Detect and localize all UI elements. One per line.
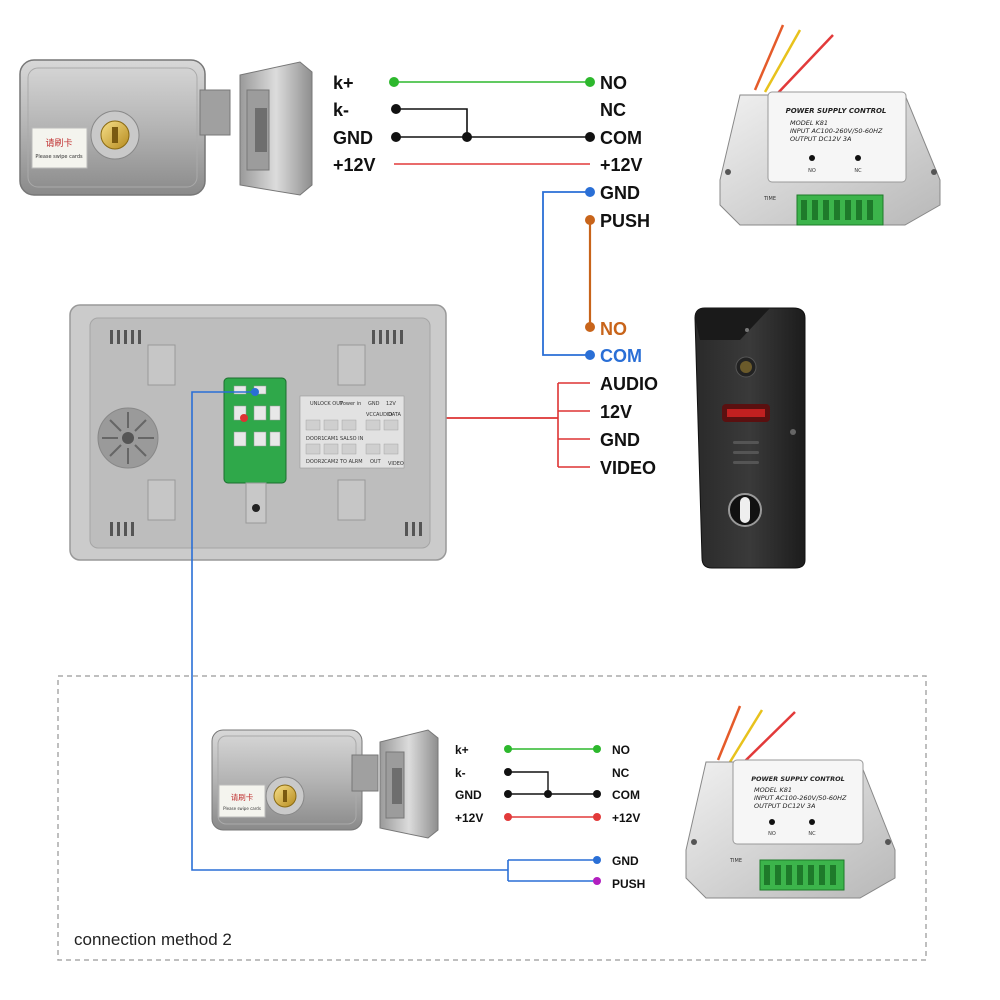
monitor-port-out: OUT bbox=[370, 459, 382, 465]
monitor-port-video: VIDEO bbox=[388, 461, 404, 467]
psu-terminal-gnd: GND bbox=[600, 183, 640, 203]
method2-psu-time-label: TIME bbox=[729, 858, 742, 864]
psu-terminal-12v: +12V bbox=[600, 155, 643, 175]
camera-terminal-audio: AUDIO bbox=[600, 374, 658, 394]
door-camera bbox=[694, 307, 806, 569]
method2-lock-terminal-gnd: GND bbox=[455, 788, 482, 802]
top-lock-terminal-kminus: k- bbox=[333, 100, 349, 120]
top-lock-chinese-label: 请刷卡 bbox=[45, 137, 72, 149]
monitor-port-to-alrm: TO ALRM bbox=[339, 459, 363, 465]
psu-terminal-no: NO bbox=[600, 73, 627, 93]
top-lock-terminal-12v: +12V bbox=[333, 155, 376, 175]
top-psu-title: POWER SUPPLY CONTROL bbox=[786, 107, 887, 115]
method2-caption: connection method 2 bbox=[74, 930, 232, 949]
top-psu-time-label: TIME bbox=[763, 196, 776, 202]
method2-psu-terminal-com: COM bbox=[612, 788, 640, 802]
method2-lock-body: 请刷卡 Please swipe cards bbox=[211, 729, 379, 831]
method2-power-supply: POWER SUPPLY CONTROL MODEL K81 INPUT AC1… bbox=[685, 705, 896, 899]
top-power-supply: POWER SUPPLY CONTROL MODEL K81 INPUT AC1… bbox=[719, 24, 941, 226]
monitor-port-gnd: GND bbox=[368, 401, 380, 407]
monitor-port-door1: DOOR1 bbox=[306, 436, 324, 442]
method2-psu-terminal-gnd: GND bbox=[612, 854, 639, 868]
top-psu-no-label: NO bbox=[808, 168, 816, 174]
camera-terminal-video: VIDEO bbox=[600, 458, 656, 478]
method2-lock-english-label: Please swipe cards bbox=[223, 806, 261, 811]
method2-psu-terminal-push: PUSH bbox=[612, 877, 645, 891]
monitor-port-vcc: VCC bbox=[366, 412, 377, 418]
method2-lock-terminal-kplus: k+ bbox=[455, 743, 469, 757]
method2-psu-no-label: NO bbox=[768, 831, 776, 837]
camera-terminal-12v: 12V bbox=[600, 402, 632, 422]
top-lock-strike bbox=[239, 61, 313, 196]
monitor-port-unlock-out: UNLOCK OUT bbox=[310, 401, 344, 407]
top-psu-nc-label: NC bbox=[854, 168, 862, 174]
camera-terminal-gnd: GND bbox=[600, 430, 640, 450]
method2-psu-terminal-no: NO bbox=[612, 743, 630, 757]
top-lock-english-label: Please swipe cards bbox=[35, 154, 83, 160]
psu-terminal-push: PUSH bbox=[600, 211, 650, 231]
top-psu-input: INPUT AC100-260V/50-60HZ bbox=[790, 127, 883, 135]
method2-lock-wiring bbox=[504, 745, 601, 821]
top-lock-terminal-gnd: GND bbox=[333, 128, 373, 148]
method2-psu-terminal-12v: +12V bbox=[612, 811, 640, 825]
top-lock-terminal-kplus: k+ bbox=[333, 73, 354, 93]
method2-psu-title: POWER SUPPLY CONTROL bbox=[751, 775, 845, 783]
psu-camera-wiring bbox=[542, 187, 595, 360]
monitor-port-cam1: CAM1 bbox=[324, 436, 338, 442]
top-psu-model: MODEL K81 bbox=[790, 119, 828, 127]
monitor-port-cam2: CAM2 bbox=[324, 459, 338, 465]
method2-psu-input: INPUT AC100-260V/50-60HZ bbox=[754, 794, 847, 802]
method2-psu-output: OUTPUT DC12V 3A bbox=[754, 802, 815, 810]
method2-psu-terminal-nc: NC bbox=[612, 766, 630, 780]
method2-lock-terminal-12v: +12V bbox=[455, 811, 483, 825]
method2-lock-terminal-kminus: k- bbox=[455, 766, 466, 780]
top-psu-output: OUTPUT DC12V 3A bbox=[790, 135, 851, 143]
monitor-method2-wiring bbox=[191, 391, 601, 885]
method2-lock-strike bbox=[379, 729, 439, 839]
top-lock-wiring bbox=[389, 77, 595, 165]
method2-psu-nc-label: NC bbox=[808, 831, 816, 837]
camera-terminal-no: NO bbox=[600, 319, 627, 339]
method2-lock-chinese-label: 请刷卡 bbox=[231, 792, 254, 802]
monitor-port-12v: 12V bbox=[386, 401, 396, 407]
monitor-port-audio: AUDIO bbox=[376, 412, 392, 418]
monitor-port-power-in: Power in bbox=[340, 401, 361, 407]
method2-frame bbox=[57, 675, 927, 961]
psu-terminal-com: COM bbox=[600, 128, 642, 148]
top-lock-body: 请刷卡 Please swipe cards bbox=[19, 59, 231, 196]
monitor-back: UNLOCK OUT Power in GND 12V VCC AUDIO DA… bbox=[69, 304, 447, 561]
monitor-port-door2: DOOR2 bbox=[306, 459, 324, 465]
camera-terminal-com: COM bbox=[600, 346, 642, 366]
psu-terminal-nc: NC bbox=[600, 100, 626, 120]
method2-psu-model: MODEL K81 bbox=[754, 786, 792, 794]
monitor-port-salso-in: SALSO IN bbox=[340, 436, 364, 442]
monitor-port-data: DATA bbox=[388, 412, 401, 418]
